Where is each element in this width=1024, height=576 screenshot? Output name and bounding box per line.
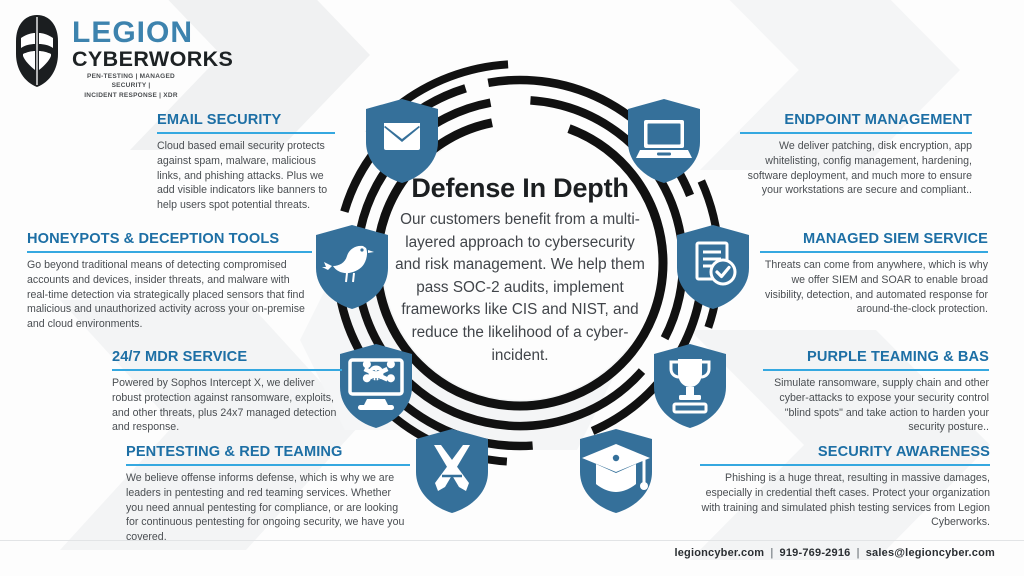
section-pentesting-body: We believe offense informs defense, whic… <box>126 472 405 543</box>
section-mdr-rule <box>112 369 342 372</box>
section-mdr: 24/7 MDR SERVICE Powered by Sophos Inter… <box>112 348 342 435</box>
footer-separator-1: | <box>770 547 774 559</box>
footer-contact: legioncyber.com | 919-769-2916 | sales@legio… <box>671 547 998 559</box>
center-title: Defense In Depth <box>411 173 629 203</box>
section-purple-teaming-body: Simulate ransomware, supply chain and ot… <box>774 377 989 434</box>
center-message: Defense In Depth Our customers benefit f… <box>392 172 648 367</box>
section-purple-teaming-rule <box>763 369 989 372</box>
section-endpoint-management: ENDPOINT MANAGEMENT We deliver patching,… <box>740 111 972 198</box>
section-managed-siem-title: MANAGED SIEM SERVICE <box>803 231 988 247</box>
section-pentesting-rule <box>126 464 410 467</box>
brand-tagline-line2: INCIDENT RESPONSE | XDR <box>84 92 178 99</box>
shield-monitor-skull-icon[interactable] <box>338 343 414 429</box>
brand-name-line2: CYBERWORKS <box>72 47 234 71</box>
section-endpoint-management-body: We deliver patching, disk encryption, ap… <box>747 140 972 197</box>
section-managed-siem-rule <box>760 251 988 254</box>
section-endpoint-management-rule <box>740 132 972 135</box>
section-purple-teaming-title: PURPLE TEAMING & BAS <box>807 349 989 365</box>
shield-bird-icon[interactable] <box>314 224 390 310</box>
footer-email[interactable]: sales@legioncyber.com <box>865 547 995 559</box>
shield-laptop-icon[interactable] <box>626 98 702 184</box>
section-endpoint-management-title: ENDPOINT MANAGEMENT <box>784 112 972 128</box>
section-security-awareness: SECURITY AWARENESS Phishing is a huge th… <box>700 443 990 530</box>
shield-crossed-swords-icon[interactable] <box>414 428 490 514</box>
section-managed-siem: MANAGED SIEM SERVICE Threats can come fr… <box>760 230 988 317</box>
section-security-awareness-body: Phishing is a huge threat, resulting in … <box>701 472 990 529</box>
footer-divider <box>0 540 1024 541</box>
section-honeypots-body: Go beyond traditional means of detecting… <box>27 259 305 330</box>
section-email-security-body: Cloud based email security protects agai… <box>157 140 328 211</box>
section-pentesting-title: PENTESTING & RED TEAMING <box>126 444 343 460</box>
section-email-security: EMAIL SECURITY Cloud based email securit… <box>157 111 335 212</box>
spartan-helmet-icon <box>16 15 58 87</box>
brand-name-line1: LEGION <box>72 16 194 49</box>
section-managed-siem-body: Threats can come from anywhere, which is… <box>764 259 988 316</box>
brand-tagline-line1: PEN-TESTING | MANAGED SECURITY | <box>87 73 175 89</box>
center-body: Our customers benefit from a multi-layer… <box>395 211 645 364</box>
section-purple-teaming: PURPLE TEAMING & BAS Simulate ransomware… <box>763 348 989 435</box>
footer-website[interactable]: legioncyber.com <box>674 547 765 559</box>
shield-document-check-icon[interactable] <box>675 224 751 310</box>
section-security-awareness-rule <box>700 464 990 467</box>
section-mdr-title: 24/7 MDR SERVICE <box>112 349 248 365</box>
footer-separator-2: | <box>856 547 860 559</box>
section-honeypots-title: HONEYPOTS & DECEPTION TOOLS <box>27 231 280 247</box>
shield-envelope-icon[interactable] <box>364 98 440 184</box>
section-honeypots: HONEYPOTS & DECEPTION TOOLS Go beyond tr… <box>27 230 312 331</box>
section-email-security-rule <box>157 132 335 135</box>
section-email-security-title: EMAIL SECURITY <box>157 112 282 128</box>
shield-trophy-icon[interactable] <box>652 343 728 429</box>
section-pentesting: PENTESTING & RED TEAMING We believe offe… <box>126 443 410 544</box>
footer-phone[interactable]: 919-769-2916 <box>779 547 851 559</box>
shield-graduation-cap-icon[interactable] <box>578 428 654 514</box>
brand-logo: LEGION CYBERWORKS PEN-TESTING | MANAGED … <box>14 14 233 101</box>
section-mdr-body: Powered by Sophos Intercept X, we delive… <box>112 377 337 434</box>
section-honeypots-rule <box>27 251 312 254</box>
section-security-awareness-title: SECURITY AWARENESS <box>817 444 990 460</box>
